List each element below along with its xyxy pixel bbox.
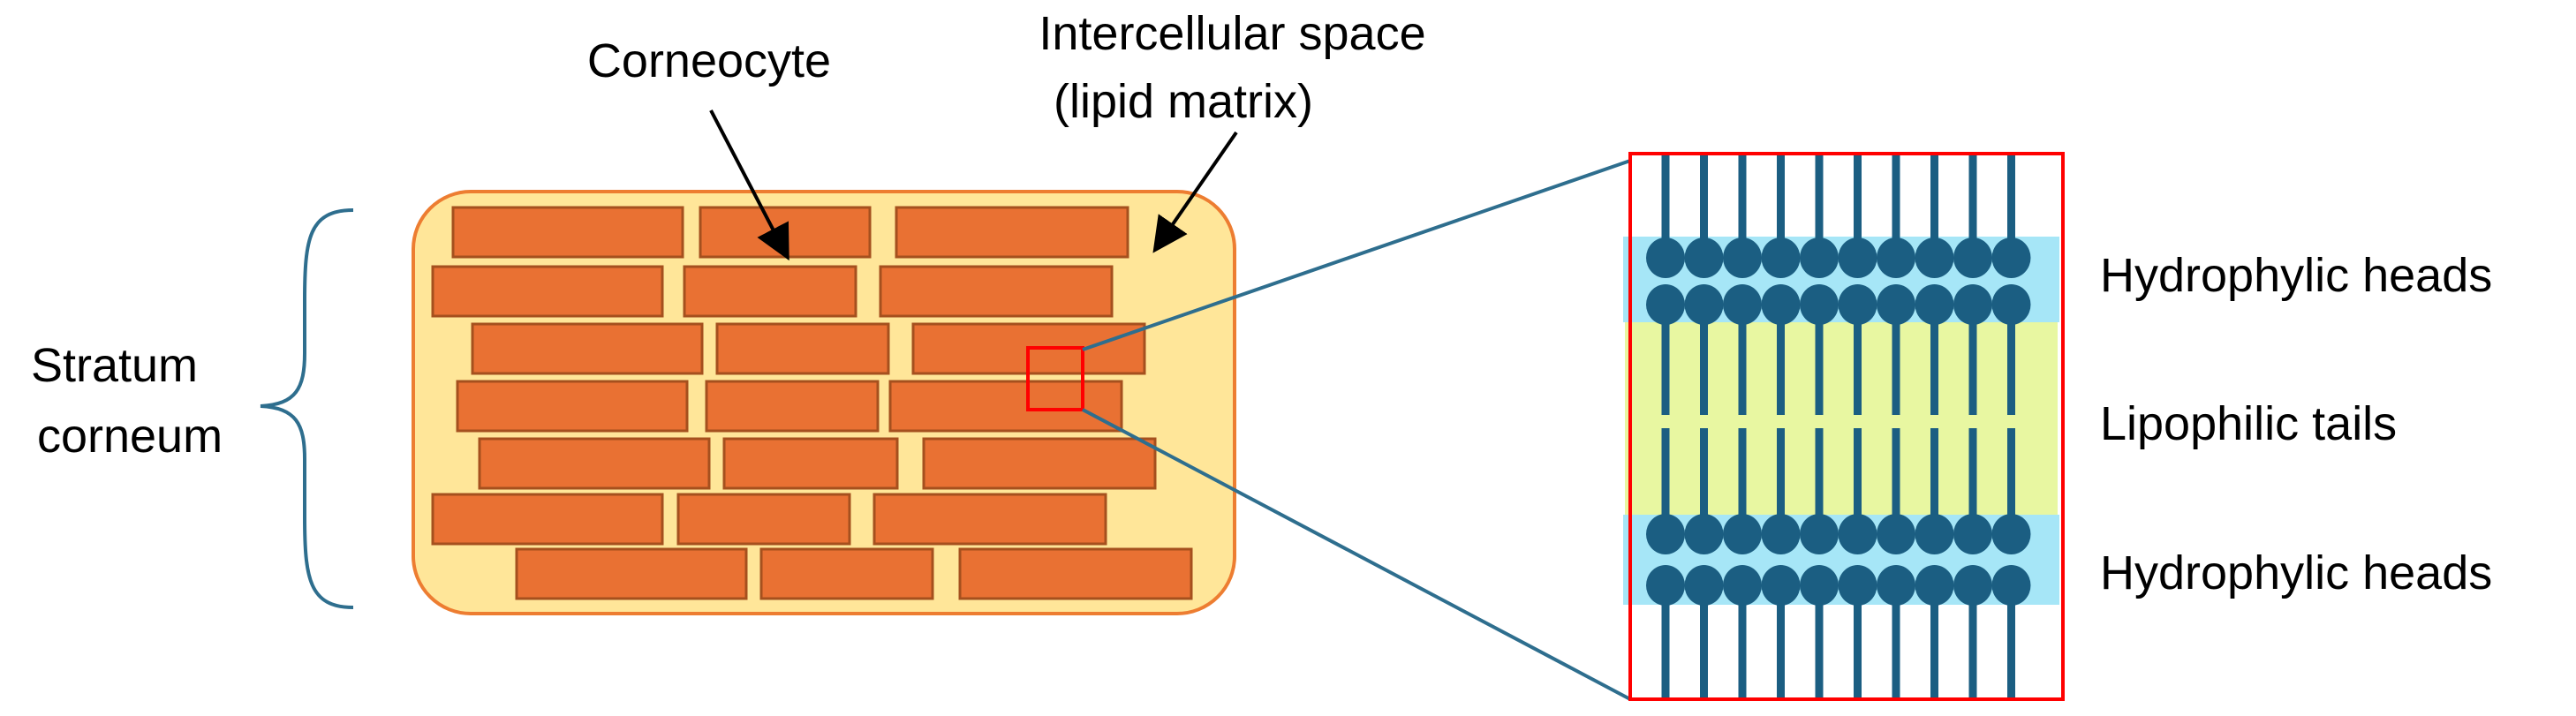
lipid-head [1991, 514, 2031, 554]
intercellular-label-line1: Intercellular space [1039, 7, 1425, 60]
lipid-head [1877, 565, 1915, 606]
lipid-head [1800, 565, 1839, 606]
lipid-head [1877, 514, 1915, 554]
stratum-corneum-label: Stratum corneum [31, 339, 223, 463]
corneocyte-arrow-icon [709, 109, 789, 261]
lipid-head [1991, 284, 2031, 325]
intercellular-label-line2: (lipid matrix) [1054, 75, 1313, 128]
corneocyte-brick [888, 380, 1123, 433]
corneocyte-brick [958, 547, 1193, 600]
corneocyte-brick [431, 493, 664, 546]
lipid-head [1684, 237, 1724, 278]
lipid-head [1684, 284, 1724, 325]
lipid-head [1953, 565, 1992, 606]
corneocyte-brick [722, 437, 899, 490]
lipid-head [1838, 237, 1877, 278]
hydrophylic-heads-top-label: Hydrophylic heads [2100, 249, 2492, 302]
corneocyte-brick [471, 322, 704, 375]
lipid-head [1761, 237, 1801, 278]
zoom-frame [1628, 152, 2065, 701]
lipid-head [1723, 237, 1762, 278]
corneocyte-brick [456, 380, 689, 433]
corneocyte-brick [895, 206, 1129, 259]
zoom-line-top [1082, 159, 1631, 351]
lipid-head [1684, 514, 1724, 554]
lipid-head [1915, 284, 1954, 325]
lipid-head [1915, 237, 1954, 278]
corneocyte-brick [451, 206, 684, 259]
lipid-head [1877, 237, 1915, 278]
corneocyte-brick [922, 437, 1157, 490]
intercellular-arrow-icon [1152, 131, 1238, 253]
curly-brace-icon [260, 208, 354, 609]
phospholipid-icon [1646, 155, 2031, 697]
corneocyte-bricks [431, 206, 1193, 600]
zoom-line-bottom [1082, 408, 1631, 701]
zoom-highlight-box [1026, 346, 1084, 411]
corneocyte-brick [515, 547, 748, 600]
lipid-head [1953, 284, 1992, 325]
lipid-head [1877, 284, 1915, 325]
lipid-head [1800, 284, 1839, 325]
lipid-head [1723, 284, 1762, 325]
corneocyte-brick [683, 265, 857, 318]
corneocyte-brick [705, 380, 880, 433]
corneocyte-brick [759, 547, 934, 600]
corneocyte-brick [676, 493, 851, 546]
lipid-head [1646, 565, 1685, 606]
lipid-head [1915, 565, 1954, 606]
lipid-head [1838, 565, 1877, 606]
lipid-head [1838, 284, 1877, 325]
lipid-head [1953, 237, 1992, 278]
lipid-head [1761, 514, 1801, 554]
corneocyte-brick [431, 265, 664, 318]
lipid-head [1838, 514, 1877, 554]
lipid-head [1646, 284, 1685, 325]
corneocyte-label: Corneocyte [587, 34, 831, 87]
lipid-head [1684, 565, 1724, 606]
lipid-head [1991, 237, 2031, 278]
lipid-head [1761, 284, 1801, 325]
stratum-label-line1: Stratum [31, 339, 198, 392]
lipid-head [1915, 514, 1954, 554]
intercellular-space-label: Intercellular space (lipid matrix) [1039, 7, 1439, 128]
lipid-head [1800, 514, 1839, 554]
lipid-head [1723, 565, 1762, 606]
lipid-head [1953, 514, 1992, 554]
corneocyte-brick [879, 265, 1114, 318]
tail-band [1625, 322, 2058, 515]
corneocyte-brick [715, 322, 890, 375]
lipid-head [1646, 514, 1685, 554]
hydrophylic-heads-bottom-label: Hydrophylic heads [2100, 546, 2492, 599]
lipid-bilayer-zoom [1623, 152, 2065, 701]
stratum-label-line2: corneum [37, 410, 223, 463]
lipid-head [1723, 514, 1762, 554]
corneocyte-brick [478, 437, 711, 490]
lipid-head [1761, 565, 1801, 606]
lipid-head [1800, 237, 1839, 278]
corneocyte-brick [873, 493, 1107, 546]
lipid-head [1991, 565, 2031, 606]
lipid-head [1646, 237, 1685, 278]
lipophilic-tails-label: Lipophilic tails [2100, 397, 2397, 450]
